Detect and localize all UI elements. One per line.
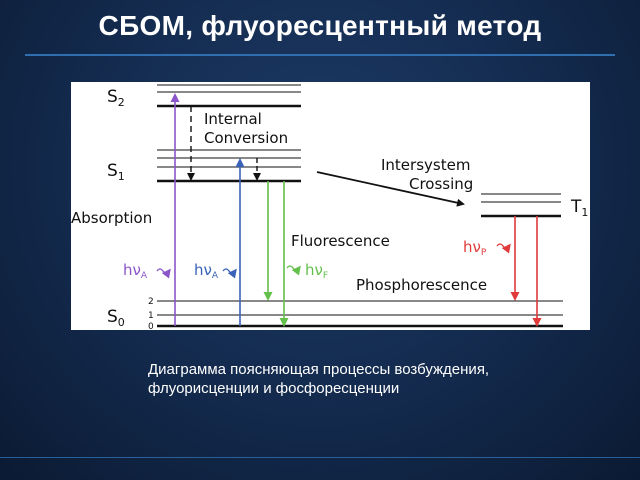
s0-levels: [157, 300, 563, 328]
internal-conversion-label: Internal Conversion: [204, 110, 288, 147]
hv-p-label: hνP: [463, 238, 487, 258]
footer-divider: [0, 457, 640, 458]
vib-label-0: 0: [148, 322, 154, 330]
vib-label-1: 1: [148, 311, 154, 321]
phosphorescence-label: Phosphorescence: [356, 276, 487, 294]
absorption-label: Absorption: [71, 209, 152, 227]
jablonski-diagram: S2 S1 S0 T1 2 1 0 Internal Conversion In…: [71, 82, 590, 332]
photon-wave-icon-4: [496, 243, 511, 254]
slide-title: СБОМ, флуоресцентный метод: [98, 10, 542, 41]
s1-levels: [157, 149, 301, 183]
vib-label-2: 2: [148, 297, 154, 307]
diagram-caption: Диаграмма поясняющая процессы возбуждени…: [148, 360, 608, 398]
hv-a-label-1: hνA: [123, 261, 148, 281]
hv-a-label-2: hνA: [194, 261, 219, 281]
fluorescence-label: Fluorescence: [291, 232, 390, 250]
s2-levels: [157, 84, 301, 108]
intersystem-crossing-arrow: [316, 171, 465, 207]
photon-wave-icon-3: [286, 265, 301, 276]
title-divider: [25, 54, 615, 56]
photon-wave-icon-1: [156, 268, 171, 279]
label-s0: S0: [107, 307, 125, 329]
caption-line-2: флуорисценции и фосфоресценции: [148, 380, 400, 397]
intersystem-crossing-label: Intersystem Crossing: [381, 156, 475, 193]
hv-f-label: hνF: [305, 261, 328, 281]
caption-line-1: Диаграмма поясняющая процессы возбуждени…: [148, 361, 490, 378]
t1-levels: [481, 193, 561, 218]
label-s2: S2: [107, 87, 125, 109]
label-t1: T1: [570, 197, 588, 219]
label-s1: S1: [107, 161, 125, 183]
photon-wave-icon-2: [222, 268, 237, 279]
